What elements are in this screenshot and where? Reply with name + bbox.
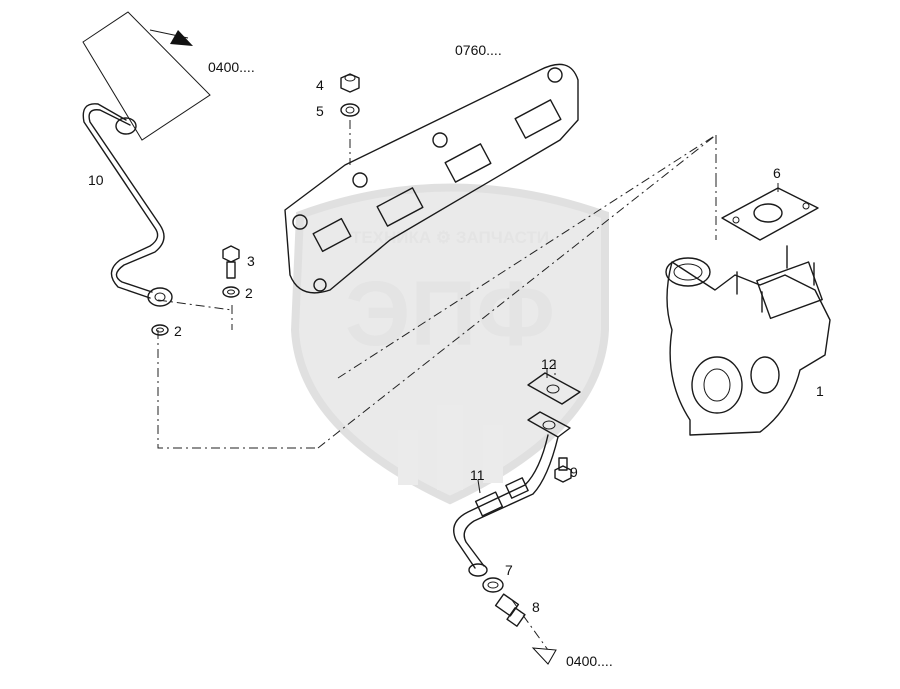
callout-10: 10: [88, 172, 104, 188]
callout-7: 7: [505, 562, 513, 578]
watermark-logo-text: ЭПФ: [345, 263, 555, 365]
oil-supply-pipe: [82, 103, 173, 307]
callout-8: 8: [532, 599, 540, 615]
oil-return-gasket: [527, 372, 581, 405]
callout-9: 9: [570, 464, 578, 480]
callout-5: 5: [316, 103, 324, 119]
threaded-adapter: [494, 593, 526, 627]
callout-4: 4: [316, 77, 324, 93]
callout-12: 12: [541, 356, 557, 372]
banjo-bolt: [222, 245, 240, 279]
callout-3: 3: [247, 253, 255, 269]
sealing-washer-upper: [222, 286, 240, 298]
ref-label-manifold: 0760....: [455, 42, 502, 58]
turbocharger: [665, 245, 831, 436]
reference-arrow-bottom: 0400....: [531, 647, 613, 669]
reference-flag-top-left: 0400....: [82, 11, 255, 141]
sealing-washer-lower: [151, 324, 169, 336]
callouts: 1 2 2 3 4 5 6 7 8 9 10 11 12: [88, 77, 824, 615]
turbo-flange-gasket: [721, 187, 819, 241]
callout-11: 11: [470, 467, 485, 483]
callout-1: 1: [816, 383, 824, 399]
bracket-bolt: [554, 457, 572, 483]
washer-top: [340, 103, 360, 117]
callout-2-upper: 2: [245, 285, 253, 301]
oil-return-pipe: [453, 411, 571, 577]
callout-6: 6: [773, 165, 781, 181]
exhaust-manifold: [284, 63, 579, 294]
ref-label-bottom: 0400....: [566, 653, 613, 669]
leader-lines: [477, 183, 779, 494]
return-washer: [482, 577, 504, 593]
nut: [340, 73, 360, 93]
watermark-logo: ЭПФ ТЕХНИКА ⚙ ЗАПЧАСТИ: [290, 183, 609, 505]
callout-2-lower: 2: [174, 323, 182, 339]
alignment-lines: [157, 120, 717, 651]
watermark-tagline: ТЕХНИКА ⚙ ЗАПЧАСТИ: [351, 228, 549, 247]
ref-label-top-left: 0400....: [208, 59, 255, 75]
